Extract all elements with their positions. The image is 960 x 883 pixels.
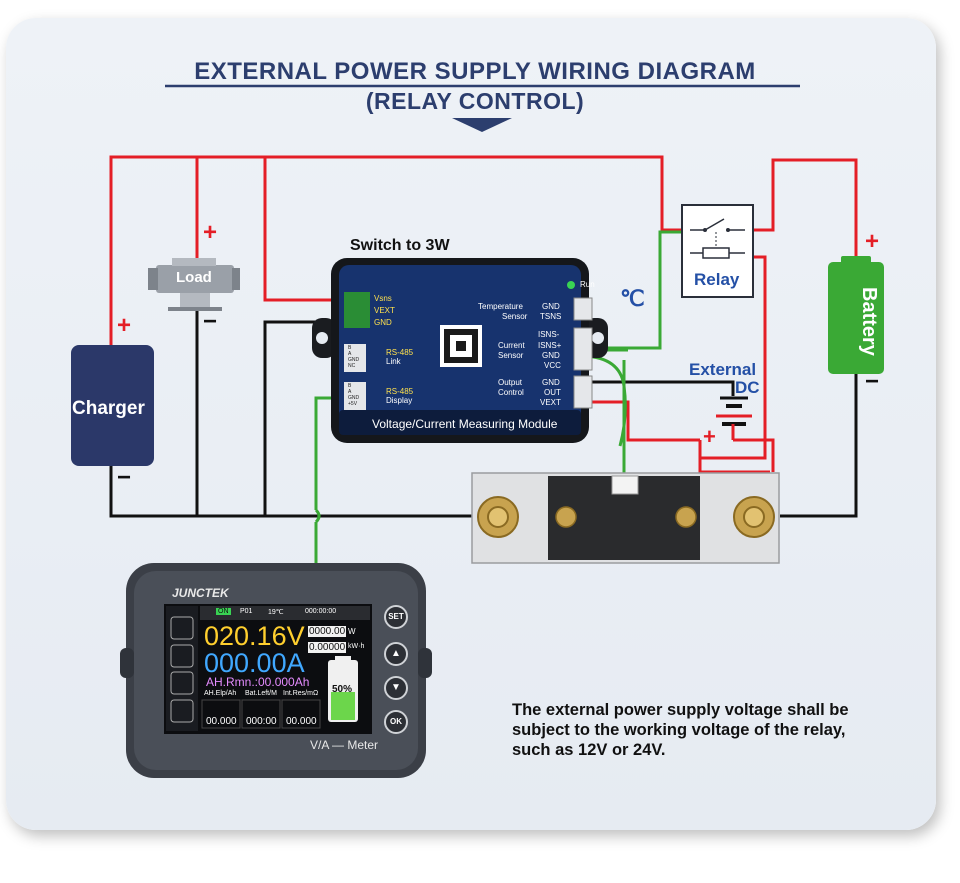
load-label: Load [176,269,212,286]
meter-down-button[interactable]: ▼ [391,682,401,693]
external-dc-label-2: DC [735,378,760,397]
load-minus-mark: − [203,308,218,335]
charger-label: Charger [72,398,145,419]
load-device [148,258,240,311]
battery-device [828,256,884,374]
module-temp-label-2: Sensor [502,312,528,321]
meter-status-p: P01 [240,608,253,615]
link-pin-nc: NC [348,363,356,369]
diagram-subtitle: (RELAY CONTROL) [365,88,585,114]
display-pin-b: B [348,383,352,389]
charger-box [71,345,154,466]
module-pin-r-vcc: VCC [544,361,561,370]
display-pin-a: A [348,389,352,395]
meter-col2-value: 000:00 [246,716,277,727]
meter-set-button[interactable]: SET [388,612,404,621]
meter-remaining-ah: AH.Rmn.:00.000Ah [206,675,310,689]
external-dc-symbol [716,396,752,440]
voltage-note: The external power supply voltage shall … [512,701,849,759]
link-pin-b: B [348,345,352,351]
meter-col3-value: 00.000 [286,716,317,727]
module-rs485-display-2: Display [386,396,413,405]
battery-label: Battery [858,286,880,356]
meter-ok-button[interactable]: OK [390,717,402,726]
battery-plus-mark: + [865,228,880,255]
module-current-label: Current [498,341,525,350]
meter-up-button[interactable]: ▲ [391,648,401,659]
link-pin-gnd: GND [348,357,360,363]
meter-battery-percent: 50% [332,684,353,695]
diagram-title: EXTERNAL POWER SUPPLY WIRING DIAGRAM [194,58,756,85]
battery-minus-mark: − [865,368,880,395]
red-wires [109,155,858,474]
module-pin-r-isns-minus: ISNS- [538,330,560,339]
current-shunt [471,472,780,564]
meter-power-unit: W [348,627,356,636]
external-dc-plus-mark: + [703,424,716,449]
temperature-sensor-icon: ℃ [620,286,645,311]
relay-device [681,204,754,298]
module-current-label-2: Sensor [498,351,524,360]
measuring-module [312,258,608,443]
module-rs485-display: RS-485 [386,387,414,396]
module-pin-r-isns-plus: ISNS+ [538,341,562,350]
load-plus-mark: + [203,219,218,246]
meter-model-label: V/A — Meter [310,738,379,752]
module-output-label: Output [498,378,523,387]
relay-label: Relay [694,270,740,289]
meter-col1-value: 00.000 [206,716,237,727]
module-pin-r-tsns: TSNS [540,312,562,321]
module-pin-vsns: Vsns [374,294,392,303]
meter-brand: JUNCTEK [172,586,229,600]
meter-col2-label: Bat.Left/M [245,690,277,697]
module-pin-r-out: OUT [544,388,561,397]
link-pin-a: A [348,351,352,357]
meter-status-time: 000:00:00 [305,608,337,615]
module-pin-r-gnd3: GND [542,378,560,387]
meter-power: 0000.00 [308,626,347,637]
meter-energy: 0.00000 [308,642,347,653]
meter-current: 000.00A [204,648,305,678]
title-arrow-icon [452,118,512,132]
module-name: Voltage/Current Measuring Module [372,417,558,431]
charger-plus-mark: + [117,312,132,339]
module-output-label-2: Control [498,388,524,397]
meter-energy-unit: kW·h [348,643,365,650]
external-dc-label: External [689,360,757,379]
module-temp-label: Temperature [478,302,523,311]
meter-status-on: ON [216,608,231,615]
module-pin-r-vext: VEXT [540,398,561,407]
module-pin-r-gnd1: GND [542,302,560,311]
display-pin-5v: +5V [348,401,358,407]
meter-col1-label: AH.Elp/Ah [204,690,237,697]
display-pin-gnd: GND [348,395,360,401]
meter-voltage: 020.16V [204,621,305,651]
charger-minus-mark: − [117,464,132,491]
module-rs485-link-2: Link [386,357,401,366]
switch-note: Switch to 3W [350,237,450,254]
meter-status-temp: 19℃ [268,609,284,616]
module-rs485-link: RS-485 [386,348,414,357]
module-pin-r-gnd2: GND [542,351,560,360]
display-meter [120,563,432,778]
module-pin-gnd: GND [374,318,392,327]
module-run-label: Run [580,280,595,289]
module-pin-vext: VEXT [374,306,395,315]
meter-col3-label: Int.Res/mΩ [283,690,319,697]
